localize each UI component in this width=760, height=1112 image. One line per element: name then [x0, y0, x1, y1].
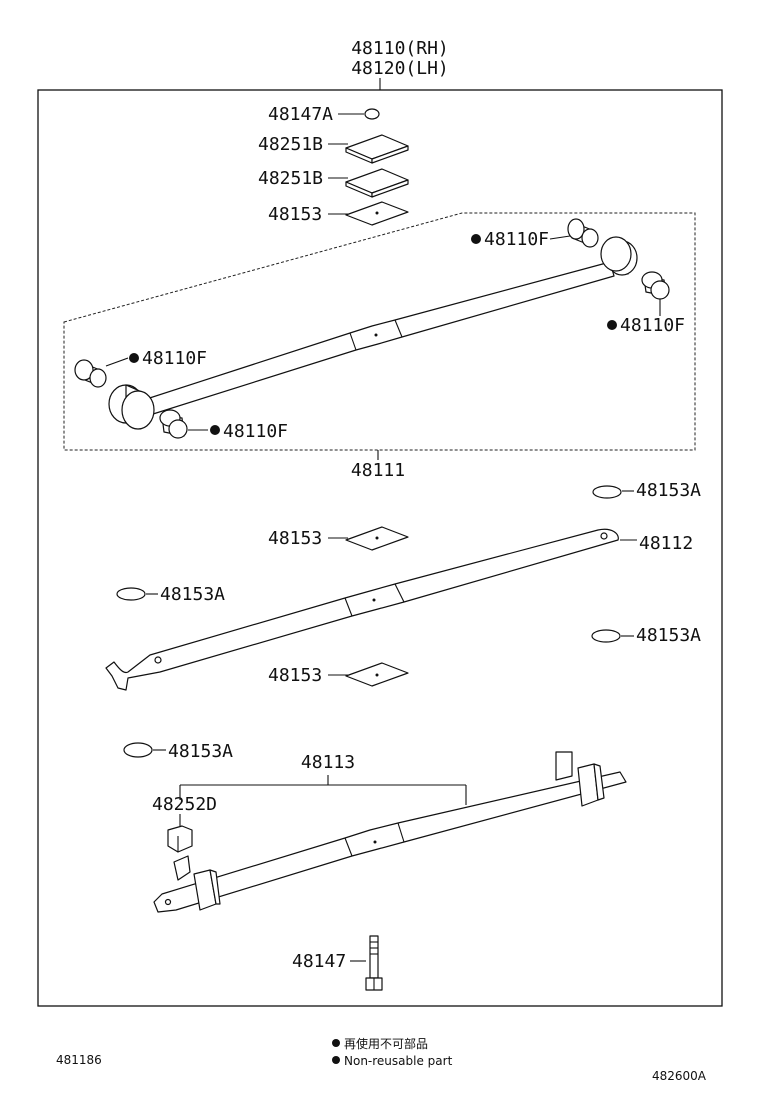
legend-english: Non-reusable part [344, 1054, 453, 1068]
bushing-48110F-3-flange [74, 359, 94, 381]
leader-48110F-3 [105, 357, 129, 367]
label-48153-1: 48153 [268, 204, 322, 225]
label-48111: 48111 [351, 460, 405, 481]
bushing-48110F-3-end [89, 368, 107, 388]
label-48252D: 48252D [152, 794, 217, 815]
leaf-48111 [127, 261, 615, 421]
leaf-48112-end-hole [600, 532, 608, 540]
leaf-48112-clip-hole [154, 656, 162, 664]
leaf-48113-center-r [397, 822, 405, 843]
leaf-48113 [153, 771, 627, 913]
pad-48153-3-hole [375, 673, 379, 677]
non-reusable-mark-2 [607, 320, 617, 330]
bushing-48110F-2-end [650, 280, 670, 300]
clip-left-top [173, 855, 191, 881]
clip-right-top [555, 751, 573, 781]
legend-dot-chinese [332, 1039, 340, 1047]
leaf-48112-center-hole [372, 598, 376, 602]
label-48112: 48112 [639, 533, 693, 554]
clip-left-band-side [209, 869, 221, 905]
leader-48110F-1 [549, 235, 571, 240]
footer-right-code: 482600A [652, 1069, 707, 1083]
assembly-frame [37, 89, 723, 1007]
disc-48153A-1 [592, 485, 622, 499]
label-48110F-4: 48110F [223, 421, 288, 442]
legend-dot-english [332, 1056, 340, 1064]
label-48110F-1: 48110F [484, 229, 549, 250]
leaf-48112-center-r [394, 583, 405, 603]
leaf-48112 [105, 528, 619, 691]
leaf-48113-center-l [344, 837, 353, 857]
leaf-48111-center-hole [374, 333, 378, 337]
footer-left-code: 481186 [56, 1053, 102, 1067]
label-48147: 48147 [292, 951, 346, 972]
assembly-rh-label: 48110(RH) [351, 38, 449, 59]
label-48153A-4: 48153A [168, 741, 233, 762]
bushing-48110F-1-end [581, 228, 599, 248]
bushing-48110F-1-flange [567, 218, 585, 240]
leaf-48113-center-hole [373, 840, 377, 844]
nut-48147A [364, 108, 380, 120]
label-48110F-2: 48110F [620, 315, 685, 336]
clip-48252D [167, 825, 193, 853]
label-48153A-3: 48153A [636, 625, 701, 646]
disc-48153A-4 [123, 742, 153, 758]
legend-chinese: 再使用不可部品 [344, 1036, 428, 1051]
clip-right-band-side [593, 763, 605, 801]
leaf-48111-center-r [394, 319, 403, 338]
eye-left-end [121, 390, 155, 430]
plate-48251B-1-front [371, 145, 409, 164]
bushing-48110F-4-end [168, 419, 188, 439]
label-48251B-1: 48251B [258, 134, 323, 155]
label-48113: 48113 [301, 752, 355, 773]
disc-48153A-2 [116, 587, 146, 601]
disc-48153A-3 [591, 629, 621, 643]
leaf-48111-center-l [349, 332, 357, 351]
label-48110F-3: 48110F [142, 348, 207, 369]
pad-48153-2-hole [375, 536, 379, 540]
non-reusable-mark-4 [210, 425, 220, 435]
plate-48251B-2-front [371, 179, 409, 198]
label-48251B-2: 48251B [258, 168, 323, 189]
label-48153A-2: 48153A [160, 584, 225, 605]
leaf-48113-end-hole [164, 898, 172, 906]
eye-right-body [600, 236, 632, 272]
non-reusable-mark-3 [129, 353, 139, 363]
non-reusable-mark-1 [471, 234, 481, 244]
pad-48153-1-hole [375, 211, 379, 215]
label-48147A: 48147A [268, 104, 333, 125]
label-48153-2: 48153 [268, 528, 322, 549]
label-48153-3: 48153 [268, 665, 322, 686]
label-48153A-1: 48153A [636, 480, 701, 501]
assembly-lh-label: 48120(LH) [351, 58, 449, 79]
leaf-48112-center-l [344, 597, 353, 617]
